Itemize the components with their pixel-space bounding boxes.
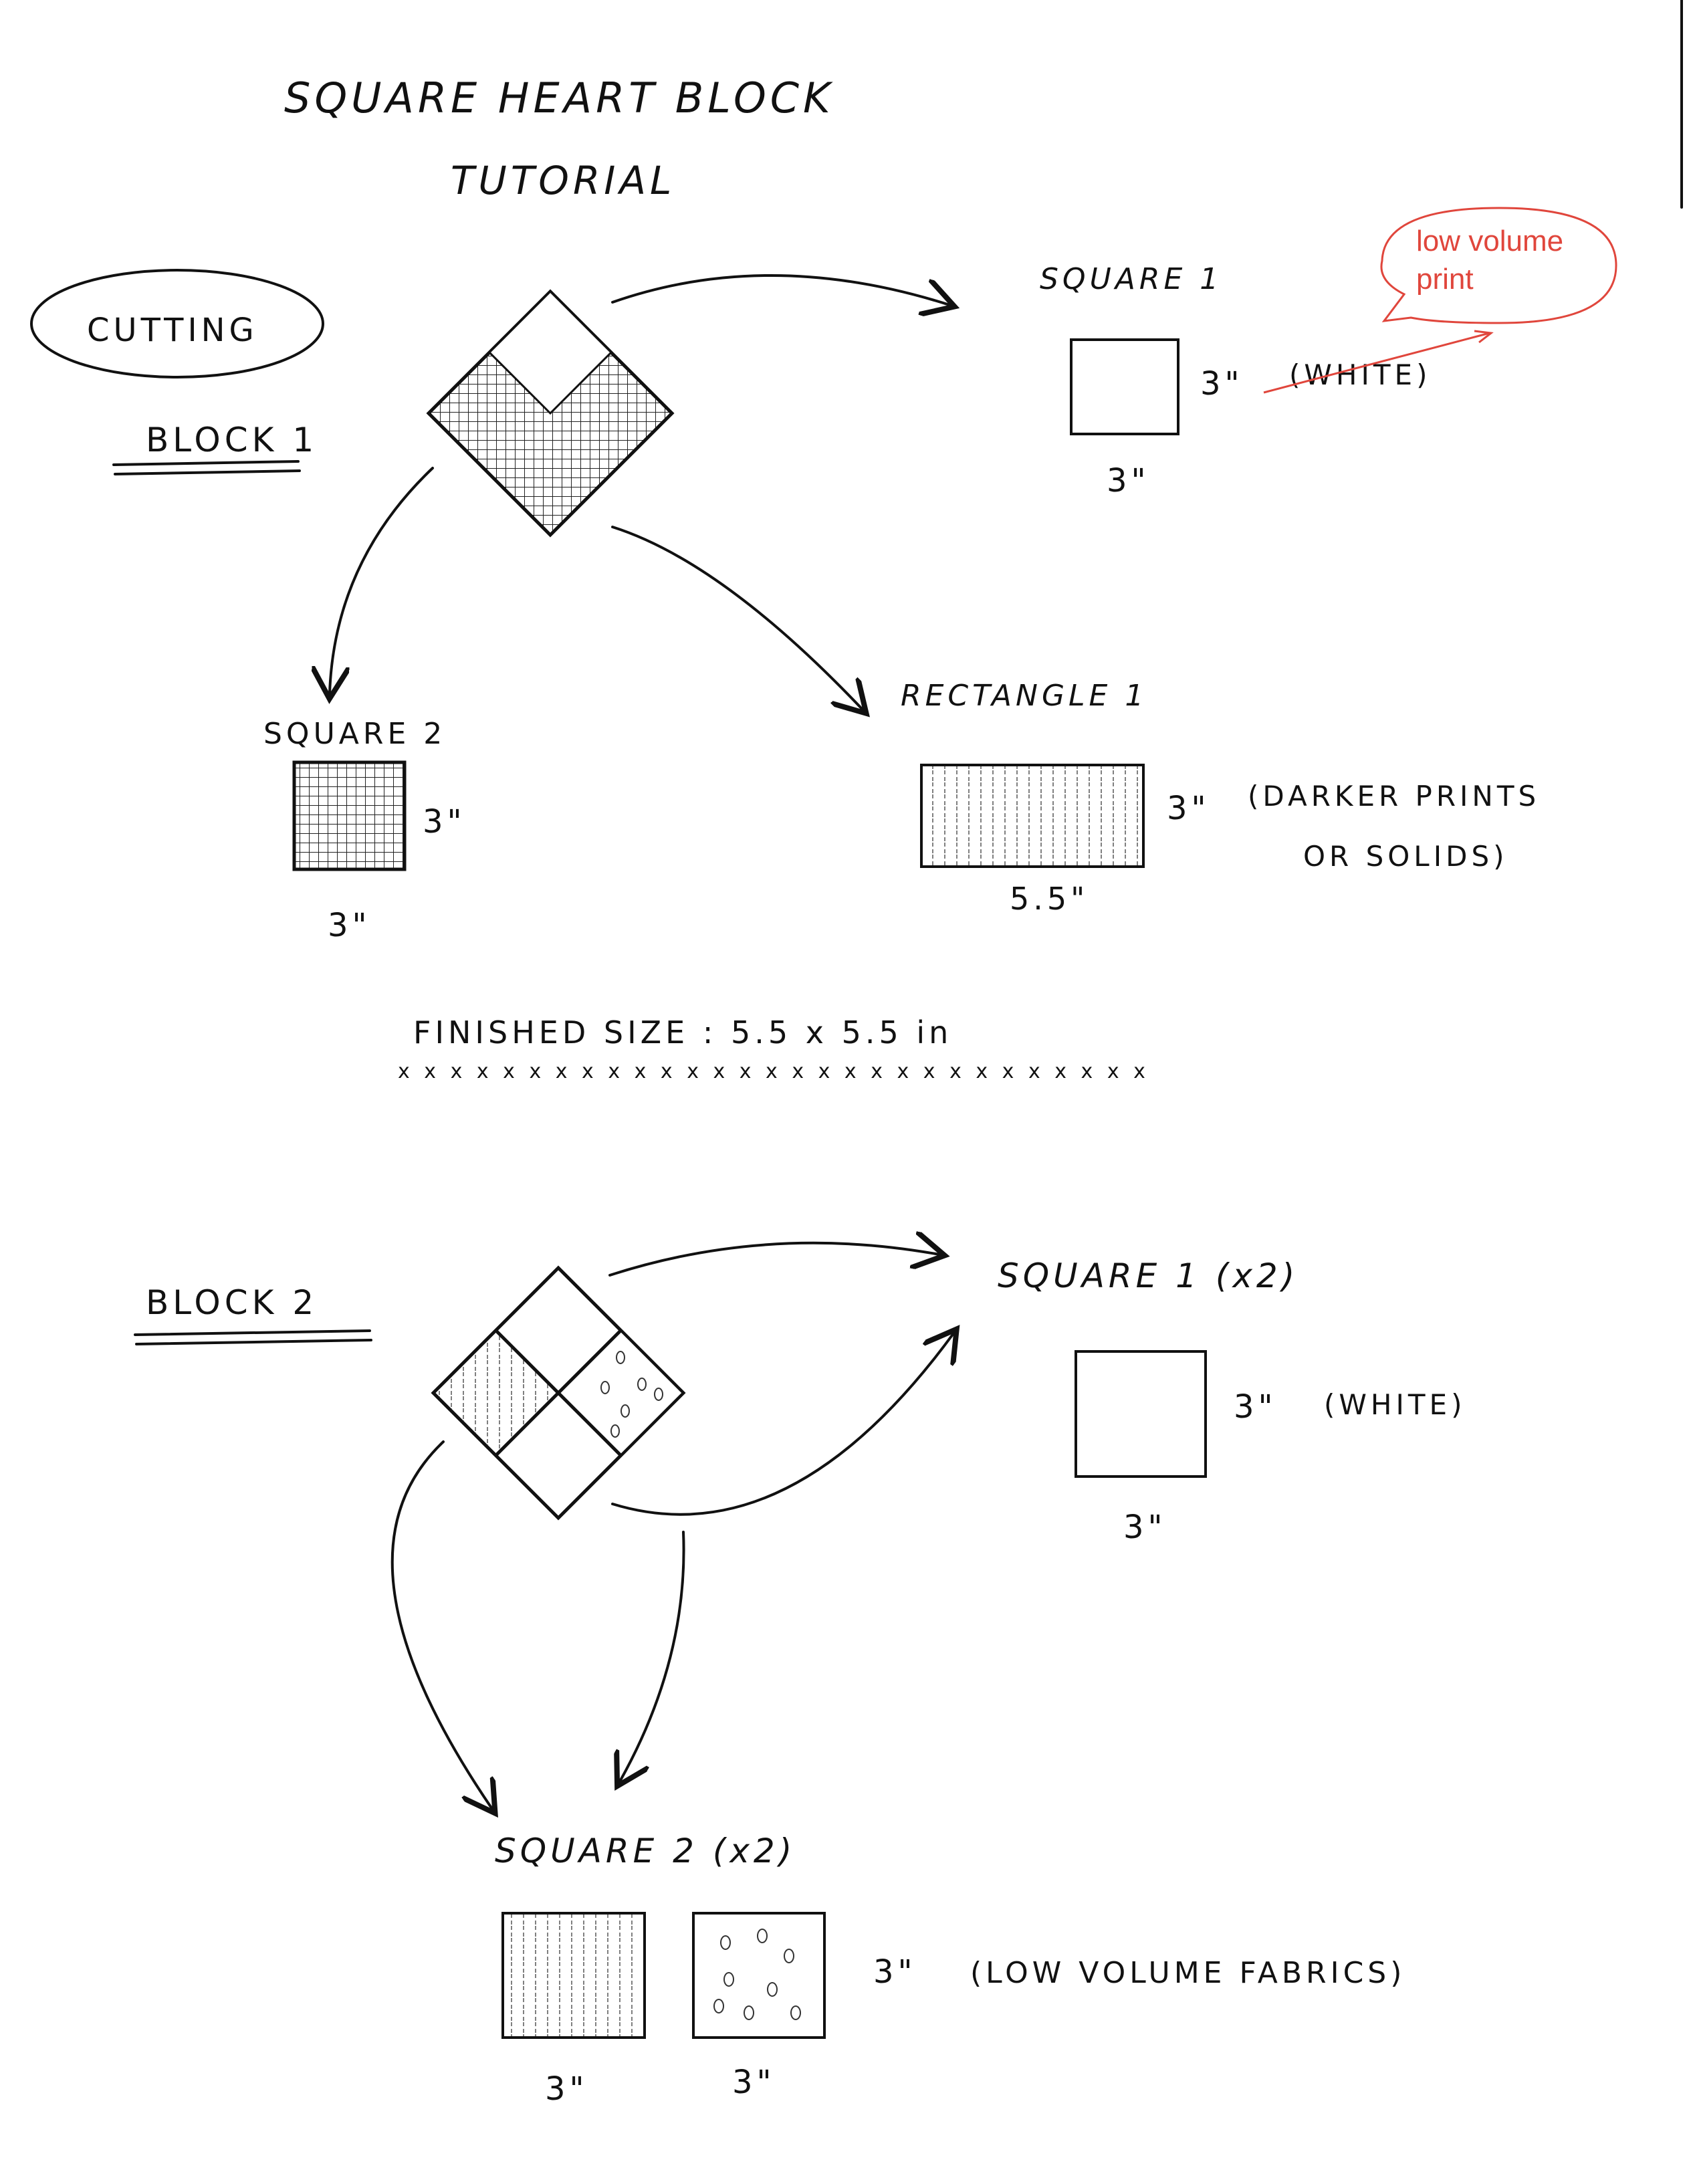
b1-square1-bottom: 3" [1107, 462, 1150, 500]
cutting-label: CUTTING [87, 312, 258, 349]
annotation-line2: print [1416, 263, 1474, 296]
b1-square2-bottom: 3" [328, 907, 371, 944]
b1-square2-side: 3" [423, 803, 466, 841]
separator-crosses: x x x x x x x x x x x x x x x x x x x x … [398, 1060, 1149, 1083]
b1-square1-shape [1070, 338, 1179, 435]
annotation-bubble: low volume print [1263, 207, 1617, 394]
arrow-to-rectangle1 [611, 526, 863, 709]
b1-square2-label: SQUARE 2 [263, 717, 446, 751]
block2-four-patch-diamond [431, 1265, 686, 1521]
b2-square2-bottom-b: 3" [732, 2064, 776, 2101]
b2-arrow-to-square1-a [608, 1243, 939, 1277]
title-line1: SQUARE HEART BLOCK [284, 74, 834, 122]
b2-arrow-to-square1-b [611, 1333, 953, 1516]
b2-square1-side: 3" [1234, 1388, 1277, 1426]
finished-size: FINISHED SIZE : 5.5 x 5.5 in [413, 1014, 952, 1051]
b2-square2-side: 3" [873, 1953, 917, 1991]
b1-square1-label: SQUARE 1 [1040, 262, 1222, 296]
block1-label: BLOCK 1 [146, 421, 318, 459]
b1-rectangle1-shape [920, 764, 1145, 868]
b2-square2-note: (LOW VOLUME FABRICS) [970, 1956, 1405, 1990]
b2-square2-bottom-a: 3" [545, 2070, 588, 2108]
b1-square1-side: 3" [1200, 365, 1244, 403]
b2-square2-shape-a [501, 1912, 646, 2039]
title-line2: TUTORIAL [451, 158, 675, 203]
b1-rectangle1-note2: OR SOLIDS) [1303, 840, 1508, 873]
annotation-line1: low volume [1416, 225, 1563, 257]
cutting-ellipse [30, 269, 324, 378]
arrow-to-square1 [611, 274, 949, 305]
b1-rectangle1-label: RECTANGLE 1 [901, 679, 1147, 713]
block2-label: BLOCK 2 [146, 1283, 318, 1322]
b1-rectangle1-note1: (DARKER PRINTS [1248, 780, 1540, 812]
b2-square1-label: SQUARE 1 (x2) [998, 1257, 1299, 1295]
b1-square2-shape [292, 760, 407, 871]
b2-arrow-to-square2-b [620, 1531, 685, 1781]
b2-square1-shape [1075, 1350, 1207, 1478]
b2-arrow-to-square2-a [390, 1440, 492, 1809]
b2-square2-label: SQUARE 2 (x2) [495, 1832, 796, 1870]
b2-square1-bottom: 3" [1123, 1509, 1167, 1546]
b2-square2-shape-b [692, 1912, 826, 2039]
block1-heart-diamond [426, 289, 675, 538]
b2-square1-note: (WHITE) [1324, 1388, 1466, 1421]
annotation-strike-arrow [1263, 332, 1490, 394]
b1-rectangle1-side: 3" [1167, 790, 1210, 827]
b1-square1-note: (WHITE) [1289, 358, 1431, 391]
arrow-to-square2 [330, 467, 434, 693]
block2-underline [134, 1329, 372, 1345]
block1-underline [112, 460, 301, 475]
b1-rectangle1-bottom: 5.5" [1010, 881, 1089, 917]
